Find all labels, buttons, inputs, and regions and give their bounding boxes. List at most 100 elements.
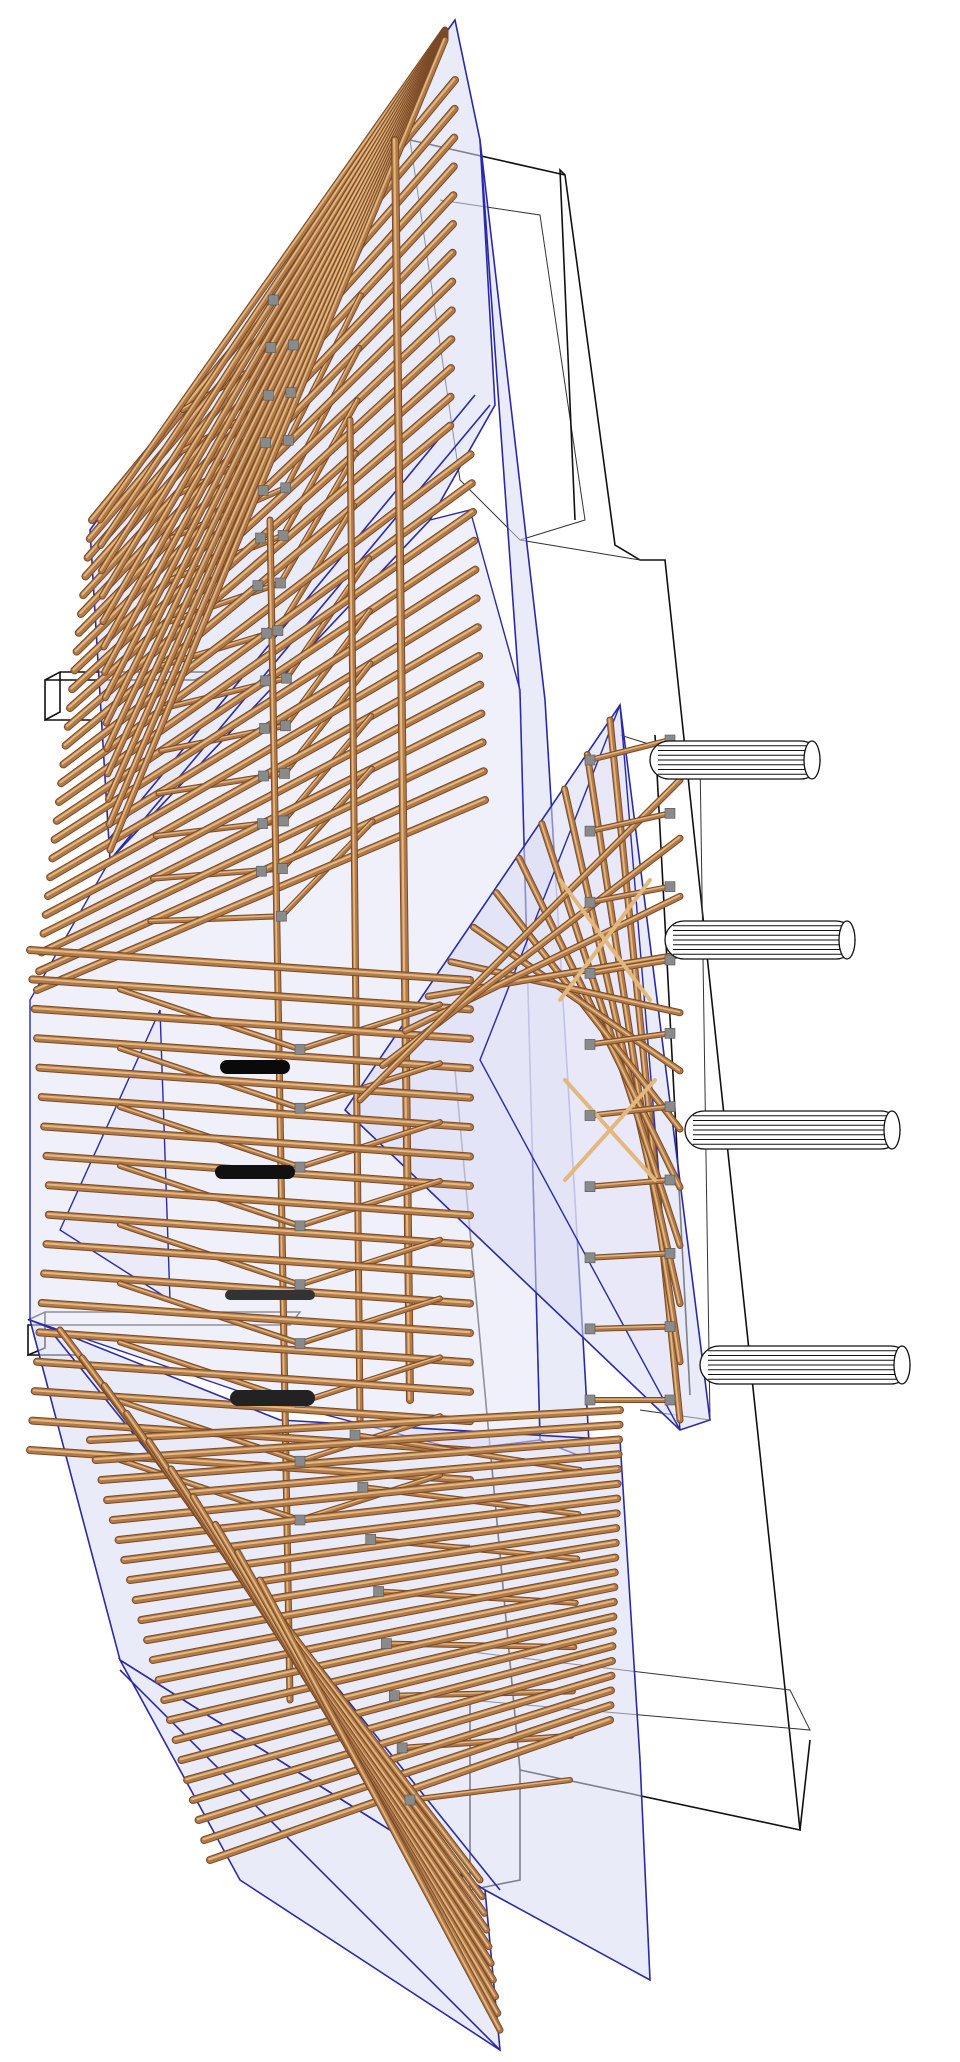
top-chord [70, 337, 452, 690]
web-member [298, 1237, 442, 1287]
cross-brace [563, 1078, 657, 1182]
gusset-plate [664, 1174, 676, 1186]
gusset-plate [584, 896, 596, 908]
gusset-plate [257, 485, 269, 496]
gusset-plate [260, 437, 272, 449]
gusset-plate [281, 672, 292, 684]
top-chord [42, 1271, 471, 1304]
web-member [588, 738, 672, 762]
hip-jack [357, 777, 683, 1103]
hip-jack [100, 30, 446, 597]
web-member [588, 1251, 672, 1260]
web-member [588, 958, 670, 974]
web-member [588, 1031, 672, 1047]
web-member [283, 345, 362, 490]
web-member [298, 1238, 440, 1285]
top-chord [46, 1183, 471, 1216]
web-member [298, 1355, 442, 1405]
web-member [588, 738, 670, 760]
top-chord [39, 740, 483, 953]
gusset-plate [584, 825, 596, 837]
gusset-plate [260, 675, 271, 687]
top-chord [39, 1095, 471, 1128]
web-member [148, 914, 284, 924]
gusset-plate [255, 532, 266, 544]
top-chord [32, 1006, 471, 1040]
gusset-plate [365, 1533, 377, 1545]
web-member [408, 1778, 570, 1800]
top-chord [139, 1541, 616, 1621]
gusset-plate [261, 627, 272, 639]
top-chord [145, 1555, 616, 1641]
gusset-plate [258, 770, 269, 782]
top-chord [151, 1570, 616, 1661]
hip-jack [108, 38, 446, 851]
hip-jack [101, 31, 446, 622]
web-member [588, 1325, 670, 1329]
web-member [298, 1297, 440, 1344]
web-member [588, 958, 672, 976]
cross-brace [558, 878, 652, 1002]
column-3 [684, 1110, 901, 1150]
gusset-plate [584, 1181, 596, 1192]
gusset-plate [388, 1690, 400, 1702]
top-chord [30, 977, 471, 1010]
web-member [286, 293, 363, 443]
top-chord [196, 1688, 612, 1821]
gusset-plate [280, 482, 292, 494]
gusset-plate [404, 1794, 416, 1806]
web-member [276, 504, 354, 631]
top-chord [69, 336, 455, 693]
gusset-plate [294, 1220, 306, 1232]
gusset-plate [268, 294, 279, 306]
top-chord [88, 1408, 621, 1441]
top-chord [42, 681, 484, 918]
gusset-plate [584, 1323, 596, 1335]
gusset-plate [275, 577, 286, 589]
column-2 [664, 920, 856, 960]
top-chord [93, 1422, 620, 1461]
top-chord [179, 1644, 613, 1761]
web-member [298, 1296, 442, 1346]
top-chord [105, 1452, 619, 1501]
gusset-plate [285, 387, 297, 398]
web-member [588, 885, 670, 903]
web-member [298, 1120, 442, 1170]
web-member [588, 1104, 672, 1118]
top-chord [43, 682, 481, 916]
top-chord [46, 1212, 471, 1245]
gusset-plate [294, 1514, 306, 1526]
gusset-plate [664, 1101, 676, 1112]
web-member [281, 398, 360, 538]
top-chord [128, 1511, 617, 1581]
gusset-plate [282, 434, 294, 446]
gusset-plate [373, 1586, 384, 1597]
web-member [408, 1778, 572, 1802]
web-member [588, 884, 672, 905]
hip-jack [99, 29, 446, 546]
gusset-plate [272, 625, 284, 636]
web-member [284, 346, 360, 488]
gusset-plate [280, 720, 291, 732]
gusset-plate [584, 1394, 596, 1406]
top-chord [48, 625, 479, 878]
gusset-plate [277, 863, 288, 874]
column-1 [649, 740, 821, 780]
web-member [588, 811, 670, 832]
gusset-plate [664, 1394, 676, 1406]
gusset-plate [294, 1161, 306, 1173]
top-chord [122, 1496, 618, 1561]
web-member [298, 1002, 440, 1050]
interior-pipes [215, 1060, 315, 1406]
gusset-plate [259, 723, 270, 734]
gusset-plate [276, 910, 287, 922]
column-4 [699, 1345, 911, 1385]
gusset-plate [584, 1110, 596, 1121]
gusset-plate [252, 580, 264, 591]
top-chord [37, 1330, 471, 1363]
web-member [298, 1355, 440, 1403]
top-chord [35, 1359, 471, 1393]
gusset-plate [349, 1429, 361, 1441]
